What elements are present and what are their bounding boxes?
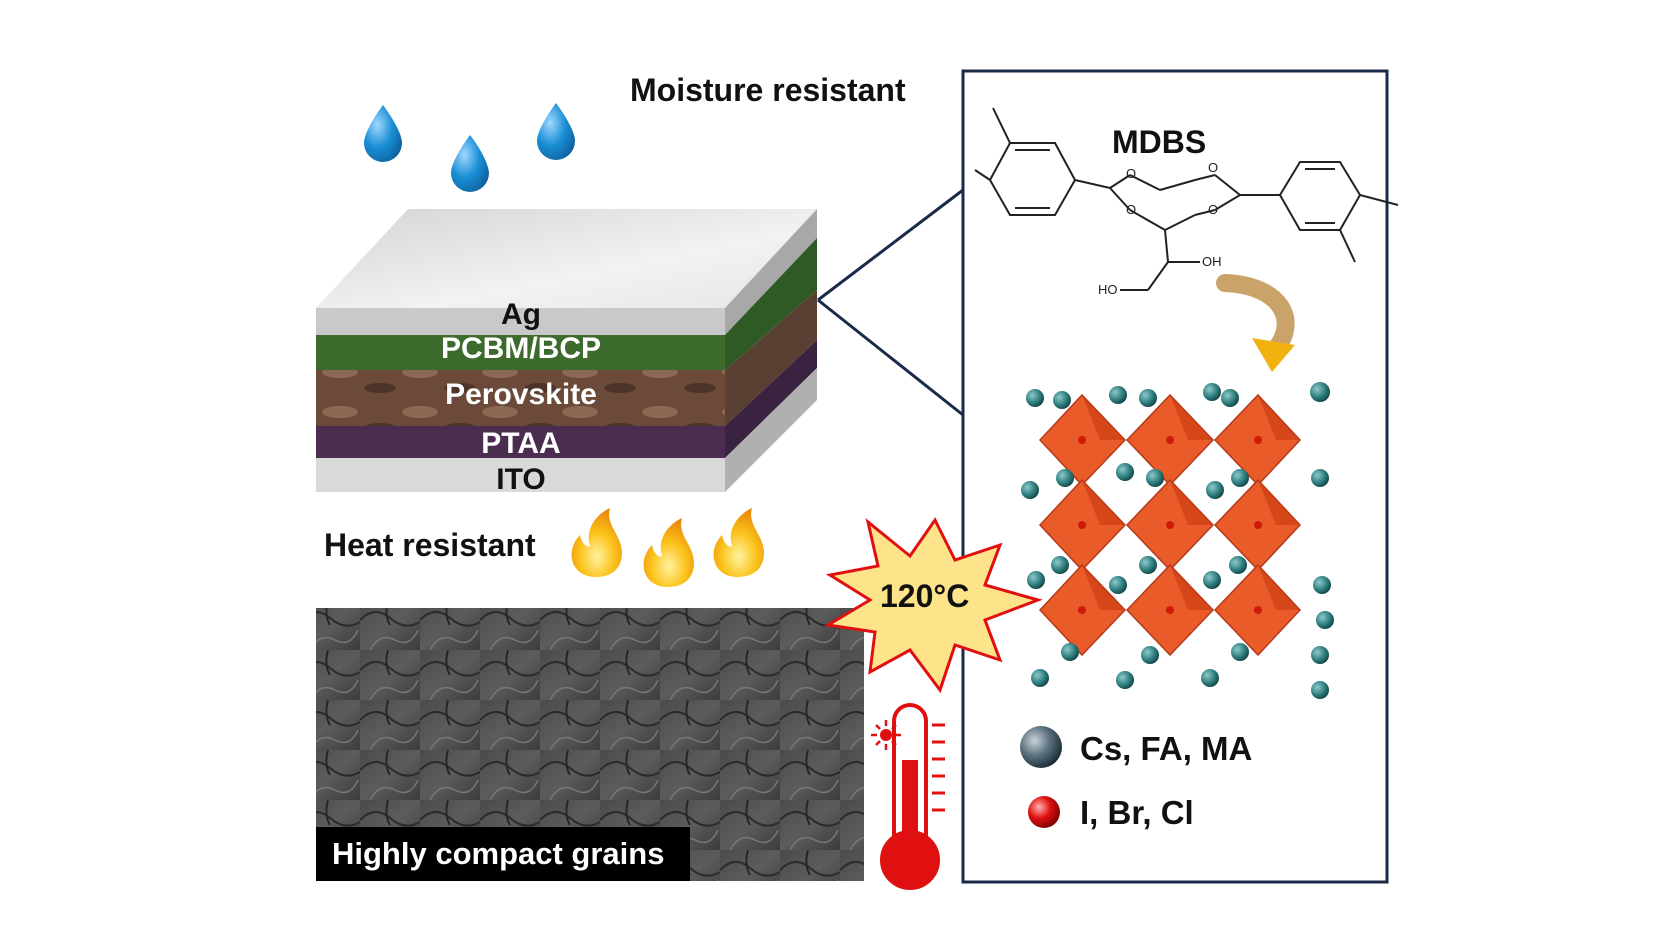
flames	[571, 508, 764, 587]
flame-icon	[571, 508, 622, 577]
water-droplets	[364, 103, 575, 192]
sem-caption: Highly compact grains	[316, 827, 690, 881]
flame-icon	[643, 518, 694, 587]
mdbs-molecule	[974, 107, 1399, 291]
droplet-icon	[364, 105, 402, 162]
heat-resistant-label: Heat resistant	[324, 527, 536, 563]
droplet-icon	[537, 103, 575, 160]
oh-label: OH	[1202, 254, 1222, 269]
device-stack	[316, 209, 817, 492]
temperature-label: 120°C	[880, 578, 970, 614]
molecule-atom-labels: O O O O OH HO	[1098, 160, 1222, 297]
arrow-head-icon	[1252, 338, 1295, 372]
flame-icon	[713, 508, 764, 577]
moisture-resistant-label: Moisture resistant	[630, 72, 906, 108]
thermometer-icon	[871, 703, 945, 890]
starburst-icon	[823, 517, 1043, 694]
layer-label-ptaa: PTAA	[481, 427, 561, 460]
o-label: O	[1126, 166, 1136, 181]
layer-label-perovskite: Perovskite	[445, 378, 597, 411]
ho-label: HO	[1098, 282, 1118, 297]
legend-sphere-cation-icon	[1020, 726, 1062, 768]
legend-sphere-halide-icon	[1028, 796, 1060, 828]
o-label: O	[1126, 202, 1136, 217]
perovskite-crystal	[1021, 382, 1334, 699]
droplet-icon	[451, 135, 489, 192]
callout-line	[817, 188, 964, 302]
layer-label-ag: Ag	[501, 298, 541, 331]
o-label: O	[1208, 160, 1218, 175]
legend-label-cations: Cs, FA, MA	[1080, 730, 1253, 767]
o-label: O	[1208, 202, 1218, 217]
molecule-title: MDBS	[1112, 124, 1207, 160]
callout-line	[817, 298, 964, 417]
layer-label-ito: ITO	[496, 463, 546, 496]
legend-label-halides: I, Br, Cl	[1080, 794, 1194, 831]
curved-arrow-icon	[1216, 274, 1295, 359]
layer-label-pcbm-bcp: PCBM/BCP	[440, 332, 601, 365]
